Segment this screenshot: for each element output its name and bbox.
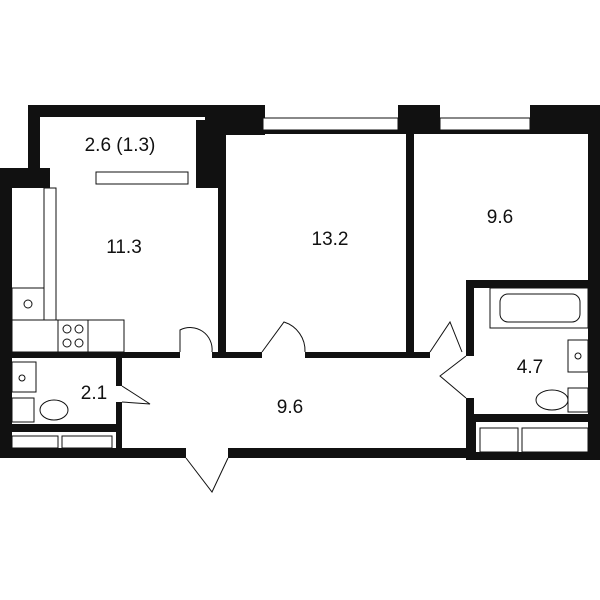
hallway-area-label: 9.6	[277, 397, 303, 418]
door-entrance	[185, 457, 229, 493]
room-labels: 2.6 (1.3) 11.3 13.2 9.6 9.6 4.7 2.1	[81, 135, 543, 418]
bedroom-right-area-label: 9.6	[487, 207, 513, 228]
window-bedroom-middle	[262, 117, 399, 131]
bedroom-middle-area-label: 13.2	[312, 229, 349, 250]
door-bathroom	[439, 355, 467, 399]
walls	[0, 105, 600, 460]
door-bedroom-middle	[261, 321, 306, 353]
fixtures	[11, 187, 589, 423]
door-toilet	[121, 385, 151, 405]
window-bottom-right-2	[521, 427, 589, 453]
doors	[121, 320, 467, 493]
window-bottom-right-1	[479, 427, 519, 453]
door-kitchen	[179, 327, 213, 353]
window-bottom-left-2	[61, 435, 113, 449]
toilet-area-label: 2.1	[81, 383, 107, 404]
bathtub-icon	[489, 287, 589, 329]
bathroom-sink-icon	[567, 339, 589, 373]
kitchen-living-area-label: 11.3	[106, 237, 142, 258]
toilet-sink-icon	[11, 361, 37, 393]
windows	[11, 117, 589, 453]
window-bottom-left-1	[11, 435, 59, 449]
window-kitchen	[95, 171, 189, 185]
window-bedroom-right	[439, 117, 531, 131]
wc-toilet-icon	[39, 399, 69, 421]
bathroom-area-label: 4.7	[517, 357, 543, 378]
door-bedroom-right	[429, 320, 463, 353]
balcony-area-label: 2.6 (1.3)	[85, 135, 156, 156]
stove-icon	[57, 319, 89, 353]
